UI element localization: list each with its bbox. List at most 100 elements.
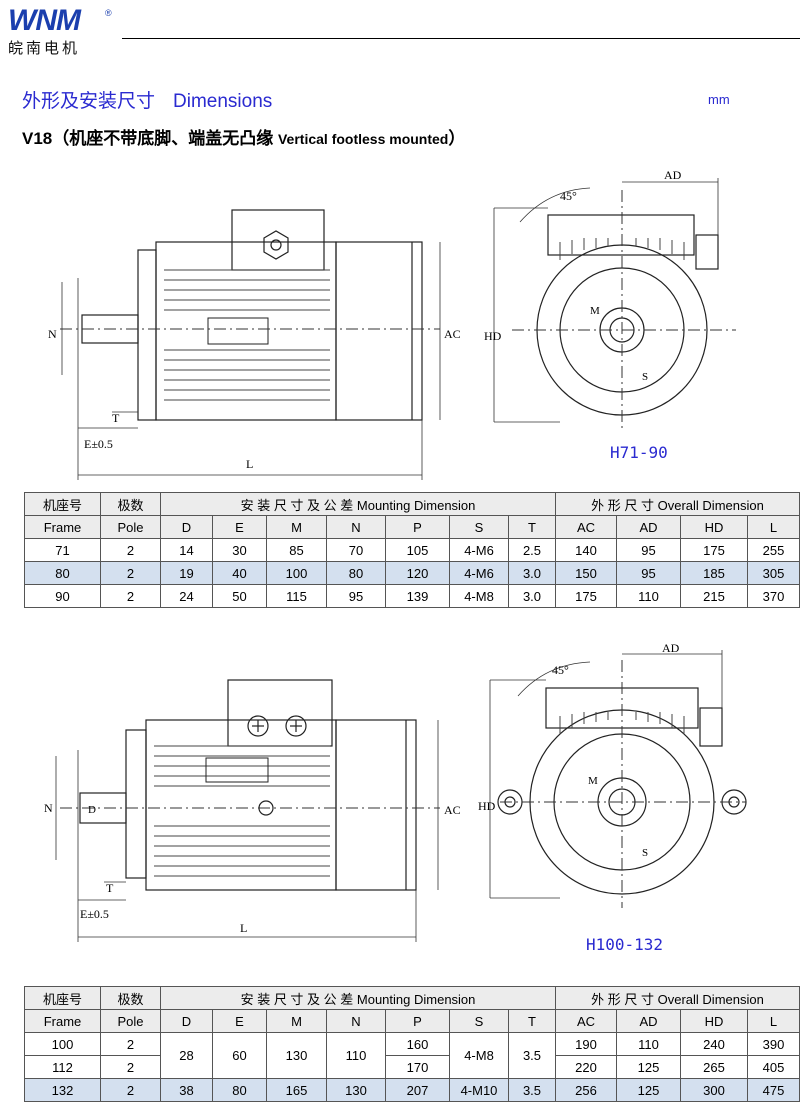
col-ad: AD: [616, 1009, 681, 1033]
col-ac: AC: [555, 515, 617, 539]
cell: 24: [160, 584, 213, 608]
cell: 175: [555, 584, 617, 608]
cell: 125: [616, 1055, 681, 1079]
hdr-mount-cn: 安 装 尺 寸 及 公 差: [240, 497, 354, 513]
dim-label-t: T: [106, 881, 114, 895]
table-row: 132 2 38 80 165 130 207 4-M10 3.5 256 12…: [24, 1078, 800, 1102]
dim-label-s: S: [642, 371, 648, 383]
cell: 28: [160, 1032, 213, 1079]
cell: 390: [747, 1032, 800, 1056]
mount-desc-cn: （机座不带底脚、端盖无凸缘: [52, 129, 274, 148]
hdr-frame-en: Frame: [24, 1009, 101, 1033]
nameplate: [207, 317, 269, 345]
col-d: D: [160, 1009, 213, 1033]
cell: 112: [24, 1055, 101, 1079]
hdr-pole-en: Pole: [100, 515, 161, 539]
col-e: E: [212, 515, 267, 539]
cell: 90: [24, 584, 101, 608]
dim-label-ac: AC: [444, 803, 461, 817]
cell: 265: [680, 1055, 748, 1079]
hdr-overall: 外 形 尺 寸 Overall Dimension: [555, 986, 800, 1010]
side-view-motor: [81, 209, 423, 421]
side-dimension-lines: [61, 242, 441, 480]
cell: 70: [326, 538, 386, 562]
cell: 19: [160, 561, 213, 585]
unit-label: mm: [708, 92, 730, 107]
logo-text: WNM: [8, 4, 81, 37]
cell: 14: [160, 538, 213, 562]
cell: 3.0: [508, 584, 556, 608]
dim-label-e: E±0.5: [84, 437, 113, 451]
side-view-motor: [79, 679, 417, 891]
dimension-table-2: 机座号 极数 安 装 尺 寸 及 公 差 Mounting Dimension …: [24, 986, 800, 1102]
table-row: 100 2 28 60 130 110 160 4-M8 3.5 190 110…: [24, 1032, 800, 1079]
cell: 255: [747, 538, 800, 562]
mount-type-title: V18（机座不带底脚、端盖无凸缘 Vertical footless mount…: [22, 124, 465, 149]
side-dimension-lines: [55, 720, 439, 942]
cell: 80: [212, 1078, 267, 1102]
brand-logo: WNM ® 皖南电机: [8, 6, 118, 62]
cell: 115: [266, 584, 327, 608]
mount-desc-en: Vertical footless mounted: [277, 131, 449, 147]
dim-label-n: N: [48, 327, 57, 341]
dim-label-l: L: [240, 921, 247, 935]
cell: 100: [266, 561, 327, 585]
cell: 370: [747, 584, 800, 608]
cell: 4-M10: [449, 1078, 509, 1102]
end-view-motor: [536, 214, 719, 416]
col-e: E: [212, 1009, 267, 1033]
end-dimension-lines: [489, 650, 723, 899]
col-d: D: [160, 515, 213, 539]
hdr-mount-en: Mounting Dimension: [356, 497, 476, 513]
cell: 60: [212, 1032, 267, 1079]
cell: 130: [266, 1032, 327, 1079]
cell: 110: [616, 584, 681, 608]
hdr-mount-en: Mounting Dimension: [356, 991, 476, 1007]
header-divider: [122, 38, 800, 39]
cell: 150: [555, 561, 617, 585]
cell: 2: [100, 538, 161, 562]
col-s: S: [449, 515, 509, 539]
side-view-fins: [164, 269, 330, 401]
col-t: T: [508, 1009, 556, 1033]
cell: 80: [326, 561, 386, 585]
cell: 2: [100, 1055, 161, 1079]
hdr-overall-en: Overall Dimension: [657, 497, 764, 513]
cell: 2: [100, 1078, 161, 1102]
dim-label-d: D: [88, 804, 96, 816]
hdr-overall-cn: 外 形 尺 寸: [591, 497, 654, 513]
col-n: N: [326, 515, 386, 539]
hdr-pole-cn: 极数: [100, 492, 161, 516]
cell: 215: [680, 584, 748, 608]
cell: 170: [385, 1055, 450, 1079]
hdr-pole-cn: 极数: [100, 986, 161, 1010]
col-m: M: [266, 1009, 327, 1033]
section-title-cn: 外形及安装尺寸: [22, 91, 156, 112]
cell: 300: [680, 1078, 748, 1102]
cell: 2: [100, 1032, 161, 1056]
cell: 3.0: [508, 561, 556, 585]
col-hd: HD: [680, 1009, 748, 1033]
cell: 2: [100, 561, 161, 585]
dim-label-hd: HD: [484, 329, 502, 343]
cell: 185: [680, 561, 748, 585]
drawing-h71-90: N AC T E±0.5 L 45° AD HD M S: [48, 168, 736, 480]
cell: 140: [555, 538, 617, 562]
registered-mark: ®: [105, 8, 112, 18]
cell: 110: [326, 1032, 386, 1079]
cell: 3.5: [508, 1032, 556, 1079]
side-view-fins: [154, 745, 330, 877]
cell: 120: [385, 561, 450, 585]
hdr-frame-cn: 机座号: [24, 986, 101, 1010]
dimension-table-1: 机座号 极数 安 装 尺 寸 及 公 差 Mounting Dimension …: [24, 492, 800, 608]
cell: 207: [385, 1078, 450, 1102]
angle-label: 45°: [560, 189, 577, 203]
col-hd: HD: [680, 515, 748, 539]
cell: 85: [266, 538, 327, 562]
cell: 256: [555, 1078, 617, 1102]
angle-label: 45°: [552, 663, 569, 677]
dim-label-ad: AD: [662, 641, 680, 655]
end-view-fins: [559, 712, 685, 734]
